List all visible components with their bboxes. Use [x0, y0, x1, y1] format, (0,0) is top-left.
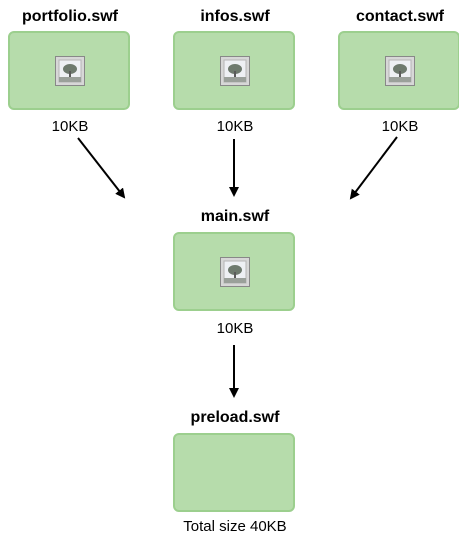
node-size-portfolio: 10KB	[51, 118, 89, 135]
image-placeholder-icon	[220, 257, 250, 287]
node-title-portfolio: portfolio.swf	[22, 8, 118, 25]
node-size-contact: 10KB	[381, 118, 419, 135]
node-box-portfolio	[8, 31, 130, 110]
image-placeholder-icon	[55, 56, 85, 86]
node-title-contact: contact.swf	[355, 8, 444, 25]
node-box-contact	[338, 31, 459, 110]
node-box-preload	[173, 433, 295, 512]
image-placeholder-icon	[385, 56, 415, 86]
node-box-main	[173, 232, 295, 311]
node-title-main: main.swf	[200, 208, 270, 225]
node-title-preload: preload.swf	[190, 409, 280, 426]
node-size-infos: 10KB	[216, 118, 254, 135]
node-title-infos: infos.swf	[200, 8, 270, 25]
image-placeholder-icon	[220, 56, 250, 86]
node-size-preload: Total size 40KB	[183, 518, 287, 535]
arrow-contact-to-main	[349, 136, 398, 200]
arrow-portfolio-to-main	[77, 137, 126, 199]
node-size-main: 10KB	[216, 320, 254, 337]
node-box-infos	[173, 31, 295, 110]
